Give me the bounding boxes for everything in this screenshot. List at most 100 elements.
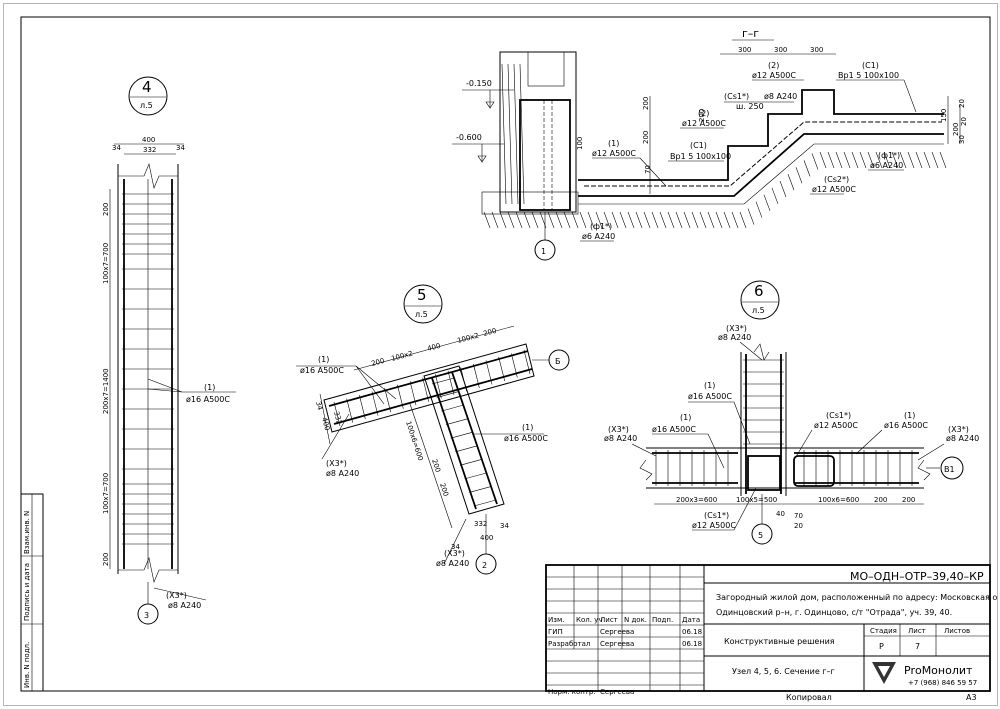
- node6-bdim-1: 200х3=600: [676, 496, 717, 504]
- stage-value: Р: [879, 642, 884, 651]
- address-line-2: Одинцовский р–н, г. Одинцово, с/т "Отрад…: [716, 608, 952, 617]
- tb-name-1: Сергеева: [600, 640, 634, 648]
- drawing-title: Узел 4, 5, 6. Сечение г–г: [732, 667, 835, 676]
- section-f1-spec: ø6 А240: [870, 161, 903, 170]
- copied-label: Копировал: [786, 693, 832, 702]
- section-cs2-spec: ø12 А500С: [812, 185, 856, 194]
- sheets-label: Листов: [944, 627, 970, 635]
- node5-bdim-3: 34: [451, 543, 460, 551]
- tb-header-0: Изм.: [548, 616, 564, 624]
- node6-bar2-spec: ø16 А500С: [652, 425, 696, 434]
- section-cs1-step: ш. 250: [736, 102, 764, 111]
- node5-bdim-1: 34: [500, 522, 509, 530]
- section-sdim-30: 30: [958, 135, 966, 144]
- node4-end-marker: [137, 603, 159, 625]
- node5-bdim-4: 400: [480, 534, 493, 542]
- section-sdim-200d: 200: [698, 109, 706, 122]
- company-logo: [872, 662, 896, 684]
- format-label: А3: [966, 693, 977, 702]
- node4-vdim-3: 200х7=1400: [102, 368, 110, 414]
- margin-vzam: Взам.инв. N: [23, 511, 31, 554]
- node6-sdim-1: 40: [776, 510, 785, 518]
- node4-bar-spec: ø16 А500С: [186, 395, 230, 404]
- node4-dim-total: 400: [142, 136, 155, 144]
- tb-header-2: Лист: [600, 616, 618, 624]
- section-c1b-spec: Вр1 5 100х100: [670, 152, 731, 161]
- node6-left-stirrup-spec: ø8 А240: [604, 434, 637, 443]
- section-level-1: -0.150: [466, 79, 492, 88]
- node6-sdim-2: 70: [794, 512, 803, 520]
- tb-date-1: 06.18: [682, 640, 702, 648]
- node6-marker: [740, 280, 780, 320]
- margin-podpis: Подпись и дата: [23, 563, 31, 621]
- tb-role-1: Разработал: [548, 640, 590, 648]
- section-sdim-70: 70: [644, 165, 652, 174]
- node-4: 4 л.5 400 332 34 34 200 100х7=700 200х7=…: [102, 76, 236, 625]
- node6-end-num: 5: [758, 531, 763, 540]
- node5-stirrup2-num: (Х3*): [444, 549, 465, 558]
- tb-role-2: Норм. контр.: [548, 688, 596, 696]
- section-sdim-100: 100: [576, 137, 584, 150]
- node5-marker: [403, 284, 443, 324]
- section-cs2-num: (Сs2*): [824, 175, 849, 184]
- section-cs1-spec: ø8 А240: [764, 92, 797, 101]
- tb-name-2: Сергеева: [600, 688, 634, 696]
- node6-bar3-spec: ø16 А500С: [884, 421, 928, 430]
- node5-bar2-spec: ø16 А500С: [504, 434, 548, 443]
- node6-cs1-spec: ø12 А500С: [814, 421, 858, 430]
- section-bar2b-num: (2): [698, 109, 709, 118]
- drawing-frame: [20, 16, 991, 692]
- node4-num: 4: [142, 78, 152, 96]
- section-bar2-num: (2): [768, 61, 779, 70]
- section-sdim-20b: 20: [960, 117, 968, 126]
- node5-stirrup-num: (Х3*): [326, 459, 347, 468]
- section-bar2-spec: ø12 А500С: [752, 71, 796, 80]
- node5-dim-leg-1: 100х6=600: [404, 420, 424, 462]
- node5-dim-leg-3: 200: [438, 482, 450, 497]
- node4-vdim-5: 200: [102, 553, 110, 566]
- node5-sheet: л.5: [415, 310, 428, 319]
- node4-stirrup-num: (Х3*): [166, 591, 187, 600]
- node-5: 5 л.5 200 100х2 400 100х2 200 34 332 400…: [296, 284, 570, 575]
- section-f1b-num: (ф1*): [590, 222, 612, 231]
- node5-dim-top-1: 200: [370, 357, 385, 368]
- node5-axis: Б: [555, 357, 561, 366]
- node5-bdim-2: 332: [474, 520, 487, 528]
- section-sdim-150: 150: [940, 109, 948, 122]
- node5-bar-spec: ø16 А500С: [300, 366, 344, 375]
- section-end-num: 1: [541, 247, 546, 256]
- section-gg: г–г 300 300 300 -0.150 -0.600 150 200: [452, 27, 968, 261]
- tb-header-1: Кол. уч: [576, 616, 602, 624]
- section-c1b-num: (С1): [690, 141, 707, 150]
- section-sdim-200c: 200: [642, 131, 650, 144]
- node-6: 6 л.5 (Х3*) ø8 А240 (1) ø16 А500С (1) ø1…: [604, 280, 979, 545]
- node4-vdim-4: 100х7=700: [102, 473, 110, 514]
- node6-cs1b-num: (Сs1*): [704, 511, 729, 520]
- node4-vdim-1: 200: [102, 203, 110, 216]
- node6-sheet: л.5: [752, 306, 765, 315]
- node6-end-marker: [751, 523, 773, 545]
- node6-sdim-3: 20: [794, 522, 803, 530]
- section-level-2: -0.600: [456, 133, 482, 142]
- node5-dim-side-3: 400: [320, 416, 331, 431]
- node5-bar-num: (1): [318, 355, 329, 364]
- node5-dim-top-5: 200: [482, 327, 497, 338]
- section-cs1-num: (Сs1*): [724, 92, 749, 101]
- node6-bdim-2: 100х5=500: [736, 496, 777, 504]
- sheet-label: Лист: [908, 627, 926, 635]
- section-sdim-200b: 200: [952, 123, 960, 136]
- node5-dim-top-2: 100х2: [390, 350, 413, 363]
- node4-end-num: 3: [144, 611, 149, 620]
- section-name: Конструктивные решения: [724, 637, 835, 646]
- node6-right-stirrup-spec: ø8 А240: [946, 434, 979, 443]
- section-sdim-20: 20: [958, 99, 966, 108]
- node6-bar1-num: (1): [704, 381, 715, 390]
- section-title: г–г: [742, 27, 759, 40]
- section-dim-2: 300: [774, 46, 787, 54]
- section-bar1-num: (1): [608, 139, 619, 148]
- section-f1-num: (ф1*): [878, 151, 900, 160]
- tb-name-0: Сергеева: [600, 628, 634, 636]
- node5-end-num: 2: [482, 561, 487, 570]
- node6-right-stirrup-num: (Х3*): [948, 425, 969, 434]
